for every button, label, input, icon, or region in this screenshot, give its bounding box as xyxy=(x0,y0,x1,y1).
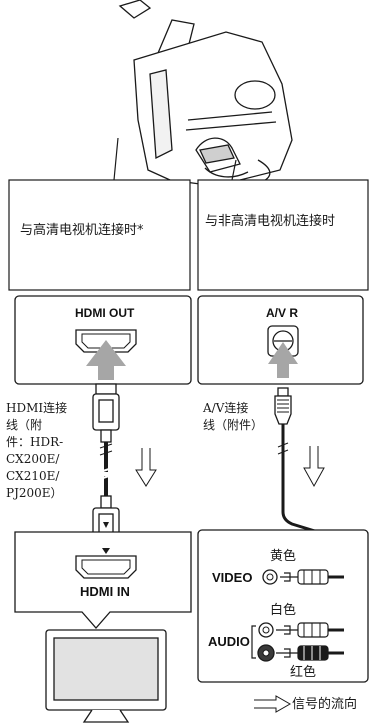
tv-illustration xyxy=(45,629,167,723)
hdmi-cable-label-line: PJ200E） xyxy=(6,486,63,500)
hdmi-cable-label-line: HDMI连接 xyxy=(6,401,68,415)
hdmi-up-arrow xyxy=(86,340,126,380)
hdmi-out-label: HDMI OUT xyxy=(75,306,135,320)
white-label: 白色 xyxy=(270,603,297,618)
av-cable-label: A/V连接 线（附件） xyxy=(203,400,263,434)
camcorder-illustration xyxy=(118,0,293,185)
av-cable-label-line: 线（附件） xyxy=(203,418,264,432)
non-hd-tv-box xyxy=(197,179,369,291)
hd-tv-box xyxy=(8,179,191,291)
hdmi-cable xyxy=(92,383,120,557)
hdmi-cable-label-line: 线（附 xyxy=(6,418,43,432)
non-hd-tv-caption: 与非高清电视机连接时 xyxy=(205,214,336,229)
av-cable xyxy=(274,387,346,660)
hdmi-cable-label-line: 件：HDR- xyxy=(6,435,64,449)
hdmi-in-label: HDMI IN xyxy=(80,584,130,599)
hdmi-signal-arrow xyxy=(135,448,157,487)
hdmi-cable-label: HDMI连接 线（附 件：HDR- CX200E/ CX210E/ PJ200E… xyxy=(6,400,67,502)
av-r-label: A/V R xyxy=(266,306,299,320)
red-label: 红色 xyxy=(290,665,317,680)
hd-tv-caption: 与高清电视机连接时* xyxy=(20,223,144,238)
av-up-arrow xyxy=(268,342,298,378)
signal-flow-legend-label: 信号的流向 xyxy=(292,697,358,712)
av-cable-label-line: A/V连接 xyxy=(203,401,249,415)
video-label: VIDEO xyxy=(212,570,253,585)
audio-label: AUDIO xyxy=(208,634,250,649)
rca-panel xyxy=(197,529,369,683)
yellow-label: 黄色 xyxy=(270,549,297,564)
av-signal-arrow xyxy=(303,446,325,488)
hdmi-cable-label-line: CX210E/ xyxy=(6,469,60,483)
signal-flow-legend-arrow xyxy=(254,695,292,713)
hdmi-cable-label-line: CX200E/ xyxy=(6,452,60,466)
